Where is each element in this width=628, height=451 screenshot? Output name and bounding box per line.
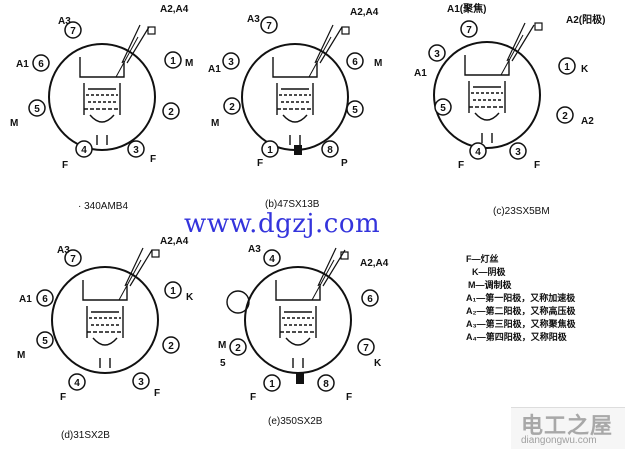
electrode-label: A3 [248,244,261,255]
electrode-label: K [186,292,194,303]
electrode-label: A2,A4 [160,236,189,247]
figure-b: 7 3 6 2 5 1 8 A3 A2,A4 A1 M M F P (b)47S… [208,7,382,210]
electrode-label: A1 [414,68,427,79]
electrode-label: M [218,340,226,351]
pin-label: 5 [42,336,48,347]
electrode-label: F [62,160,68,171]
website-watermark: www.dgzj.com [184,209,381,239]
pin-label: 3 [228,57,234,68]
legend-item: A₂—第二阳极，又称高压极 [466,305,576,316]
legend-item: F—灯丝 [466,253,499,264]
electrode-label: 5 [220,358,226,369]
pin-label: 6 [352,57,358,68]
electrode-label: F [346,392,352,403]
electrode-label: M [17,350,25,361]
electrode-label: M [211,118,219,129]
electrode-label: A2,A4 [160,4,189,15]
pin-label: 5 [440,103,446,114]
pin-label: 8 [323,379,329,390]
electrode-label: A1 [16,59,29,70]
pin-label: 2 [168,341,174,352]
pin-label: 1 [267,145,273,156]
pin-label: 4 [475,147,481,158]
legend-item: K—阴极 [472,266,506,277]
legend-item: M—调制极 [468,279,512,290]
electrode-label: F [250,392,256,403]
logo-title: 电工之屋 [521,414,614,439]
electrode-label: F [150,154,156,165]
electrode-label: A1 [208,64,221,75]
pin-label: 2 [229,102,235,113]
electrode-label: F [154,388,160,399]
figure-caption: (e)350SX2B [268,416,323,427]
pin-label: 5 [352,105,358,116]
electrode-label: A1 [19,294,32,305]
legend-item: A₃—第三阳极，又称聚焦极 [466,318,577,329]
electrode-label: A3 [58,16,71,27]
electrode-label: M [10,118,18,129]
logo-url: diangongwu.com [521,435,597,446]
figure-d: 7 6 1 5 2 4 3 A3 A2,A4 A1 K M F F (d)31S… [17,236,194,441]
pin-label: 7 [266,21,272,32]
pin-label: 4 [74,378,80,389]
electrode-label: F [534,160,540,171]
legend: F—灯丝 K—阴极 M—调制极 A₁—第一阳极，又称加速极 A₂—第二阳极，又称… [466,253,577,342]
pin-label: 1 [269,379,275,390]
pin-label: 1 [564,62,570,73]
pin-label: 6 [367,294,373,305]
empty-pin-socket [226,290,250,314]
site-logo: 电工之屋 diangongwu.com [511,407,625,449]
pin-label: 4 [269,254,275,265]
electrode-label: A3 [57,245,70,256]
pin-label: 8 [327,145,333,156]
electrode-label: A2,A4 [360,258,389,269]
pin-label: 3 [434,49,440,60]
pin-label: 1 [170,286,176,297]
electrode-label: M [374,58,382,69]
figure-caption: (c)23SX5BM [493,206,550,217]
electrode-label: F [458,160,464,171]
electrode-label: M [185,58,193,69]
pin-label: 5 [34,104,40,115]
pin-label: 2 [168,107,174,118]
electrode-label: F [60,392,66,403]
electrode-label: P [341,158,348,169]
legend-item: A₁—第一阳极，又称加速极 [466,292,576,303]
legend-item: A₄—第四阳极，又称阳极 [466,331,568,342]
pin-label: 7 [70,26,76,37]
figure-e: 4 6 2 7 1 8 A3 A2,A4 M K 5 F F (e)350SX2… [218,244,389,427]
pin-label: 3 [138,377,144,388]
electrode-label: A2(阳极) [566,13,605,26]
pin-label: 6 [38,59,44,70]
pin-label: 7 [466,25,472,36]
pin-label: 7 [70,254,76,265]
electrode-label: K [374,358,382,369]
figure-c: 7 3 1 5 2 4 3 A1(聚焦) A2(阳极) A1 K A2 F F … [414,2,605,217]
pin-label: 1 [170,56,176,67]
electrode-label: A2 [581,116,594,127]
pin-label: 3 [133,145,139,156]
pin-label: 7 [363,343,369,354]
electrode-label: A3 [247,14,260,25]
figure-caption: · 340AMB4 [78,201,128,212]
pin-label: 2 [235,343,241,354]
figure-caption: (d)31SX2B [61,430,110,441]
figure-caption: (b)47SX13B [265,199,320,210]
figure-a: 7 6 1 5 2 4 3 A3 A2,A4 A1 M M F F · 340A… [10,4,193,212]
electrode-label: A2,A4 [350,7,379,18]
electrode-label: F [257,158,263,169]
pin-label: 2 [562,111,568,122]
pin-label: 6 [42,294,48,305]
pin-label: 3 [515,147,521,158]
pin-label: 4 [81,145,87,156]
electrode-label: K [581,64,589,75]
electrode-label: A1(聚焦) [447,2,486,15]
